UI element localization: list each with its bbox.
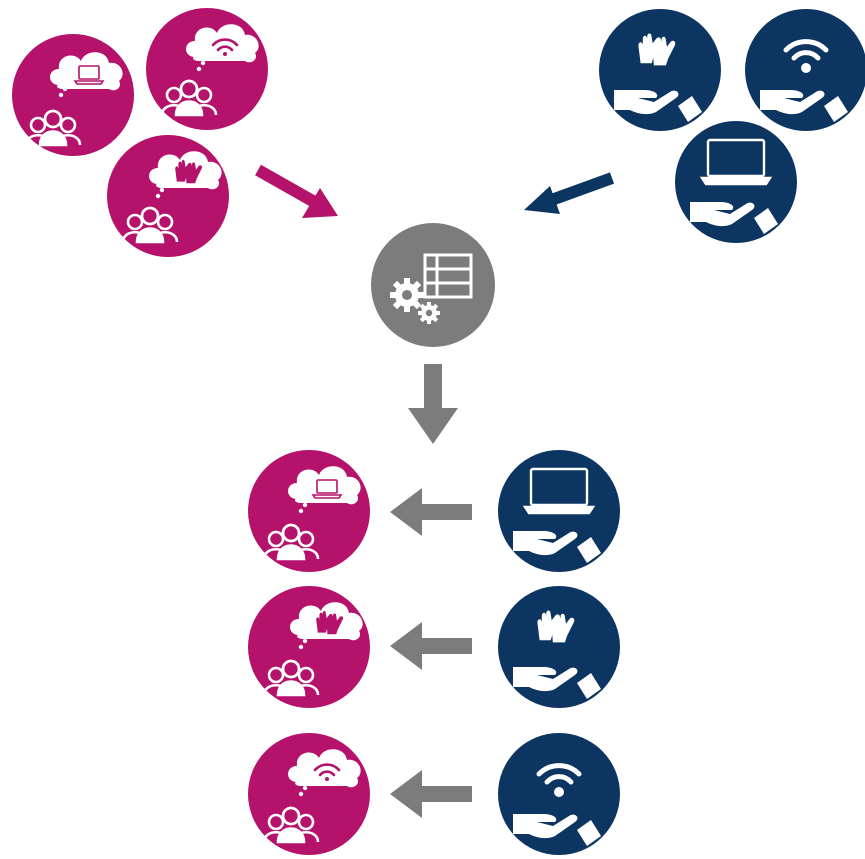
supply-laptop-node xyxy=(675,121,797,243)
match-arrow xyxy=(390,622,472,670)
match-arrow xyxy=(390,488,472,536)
match-row-wifi xyxy=(248,733,620,855)
match-supply-laptop xyxy=(498,450,620,572)
arrow-demand-to-matcher xyxy=(255,164,338,218)
gears-table-icon xyxy=(390,253,473,324)
supply-wifi-node xyxy=(745,9,865,131)
supply-gloves-node xyxy=(599,9,721,131)
demand-laptop-node xyxy=(12,34,134,156)
match-demand-gloves xyxy=(248,586,370,708)
arrow-supply-to-matcher xyxy=(524,172,615,214)
arrow-matcher-down xyxy=(408,364,458,444)
match-demand-laptop xyxy=(248,450,370,572)
match-supply-wifi xyxy=(498,733,620,855)
matcher-node xyxy=(371,223,495,347)
match-row-gloves xyxy=(248,586,620,708)
demand-wifi-node xyxy=(146,8,268,130)
demand-gloves-node xyxy=(107,135,229,257)
match-arrow xyxy=(390,770,472,818)
match-supply-gloves xyxy=(498,586,620,708)
match-row-laptop xyxy=(248,450,620,572)
match-demand-wifi xyxy=(248,733,370,855)
